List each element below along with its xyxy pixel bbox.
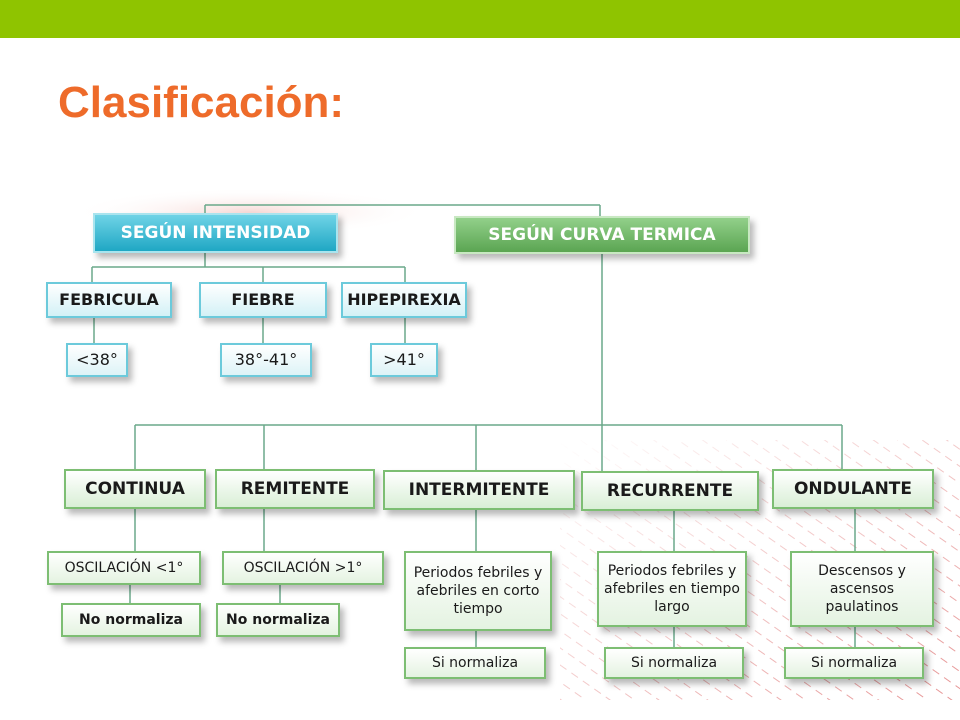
result-recurrente: Si normaliza bbox=[604, 647, 744, 679]
node-continua: CONTINUA bbox=[64, 469, 206, 509]
detail-intermitente: Periodos febriles y afebriles en corto t… bbox=[404, 551, 552, 631]
node-remitente: REMITENTE bbox=[215, 469, 375, 509]
node-intermitente: INTERMITENTE bbox=[383, 470, 575, 510]
node-febricula: FEBRICULA bbox=[46, 282, 172, 318]
value-fiebre: 38°-41° bbox=[220, 343, 312, 377]
node-segun-intensidad: SEGÚN INTENSIDAD bbox=[93, 213, 338, 253]
detail-recurrente: Periodos febriles y afebriles en tiempo … bbox=[597, 551, 747, 627]
detail-remitente: OSCILACIÓN >1° bbox=[222, 551, 384, 585]
detail-continua: OSCILACIÓN <1° bbox=[47, 551, 201, 585]
slide-title: Clasificación: bbox=[58, 78, 345, 127]
result-ondulante: Si normaliza bbox=[784, 647, 924, 679]
node-recurrente: RECURRENTE bbox=[581, 471, 759, 511]
node-fiebre: FIEBRE bbox=[199, 282, 327, 318]
result-intermitente: Si normaliza bbox=[404, 647, 546, 679]
value-febricula: <38° bbox=[66, 343, 128, 377]
node-hipepirexia: HIPEPIREXIA bbox=[341, 282, 467, 318]
top-accent-bar bbox=[0, 0, 960, 38]
result-continua: No normaliza bbox=[61, 603, 201, 637]
node-ondulante: ONDULANTE bbox=[772, 469, 934, 509]
node-segun-curva-termica: SEGÚN CURVA TERMICA bbox=[454, 216, 750, 254]
result-remitente: No normaliza bbox=[216, 603, 340, 637]
value-hipepirexia: >41° bbox=[370, 343, 438, 377]
detail-ondulante: Descensos y ascensos paulatinos bbox=[790, 551, 934, 627]
